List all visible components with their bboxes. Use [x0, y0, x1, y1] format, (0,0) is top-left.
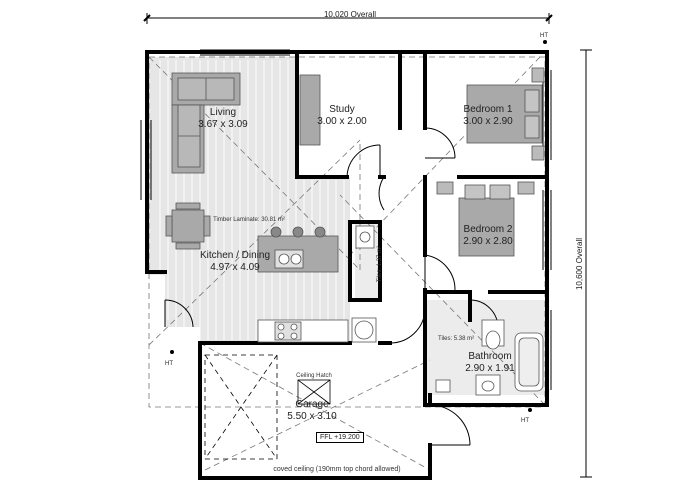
- ht-label-left: HT: [165, 361, 173, 367]
- room-living: Living 3.67 x 3.09: [193, 107, 253, 131]
- ht-label-bottom-right: HT: [521, 418, 529, 424]
- room-bedroom1: Bedroom 1 3.00 x 2.90: [456, 104, 520, 128]
- kitchen-island: [257, 226, 339, 273]
- room-bedroom2: Bedroom 2 2.90 x 2.80: [456, 224, 520, 248]
- room-bathroom-name: Bathroom: [468, 351, 512, 362]
- room-bedroom2-size: 2.90 x 2.80: [463, 236, 513, 247]
- bedroom2-bed: [436, 181, 535, 257]
- room-bedroom2-name: Bedroom 2: [463, 224, 513, 235]
- overall-width-dimension: [143, 13, 553, 24]
- dining-table: [165, 202, 211, 250]
- room-study-size: 3.00 x 2.00: [317, 116, 367, 127]
- ffl-badge: FFL +19.200: [316, 432, 364, 443]
- overall-width-label: 10,020 Overall: [323, 10, 377, 19]
- room-bathroom: Bathroom 2.90 x 1.91: [460, 351, 520, 375]
- room-bedroom1-name: Bedroom 1: [463, 104, 513, 115]
- room-bathroom-size: 2.90 x 1.91: [465, 363, 515, 374]
- overall-height-label: 10,600 Overall: [575, 237, 584, 291]
- room-garage: Garage 5.50 x 3.10: [282, 399, 342, 423]
- garage-hatch: [204, 354, 331, 460]
- room-garage-name: Garage: [295, 399, 329, 410]
- note-tiles-hall: Tiles: 1.37 m²: [377, 245, 383, 283]
- ht-label-top-right: HT: [540, 33, 548, 39]
- room-study: Study 3.00 x 2.00: [312, 104, 372, 128]
- room-kitchen-size: 4.97 x 4.09: [210, 262, 260, 273]
- overall-height-dimension: [580, 49, 592, 478]
- room-bedroom1-size: 3.00 x 2.90: [463, 116, 513, 127]
- note-coved-ceiling: coved ceiling (190mm top chord allowed): [273, 466, 401, 473]
- room-garage-size: 5.50 x 3.10: [287, 411, 337, 422]
- laundry: [355, 225, 375, 249]
- room-kitchen-name: Kitchen / Dining: [199, 250, 271, 261]
- study-desk: [299, 74, 321, 146]
- windows: [140, 49, 552, 390]
- bathroom-fixtures: [435, 319, 544, 396]
- sofa: [171, 72, 241, 174]
- walls: [145, 50, 549, 480]
- room-kitchen: Kitchen / Dining 4.97 x 4.09: [195, 250, 275, 274]
- note-tiles-bath: Tiles: 5.38 m²: [438, 336, 475, 342]
- note-timber-laminate: Timber Laminate: 30.81 m²: [213, 217, 285, 223]
- room-study-name: Study: [329, 104, 355, 115]
- note-ceiling-hatch: Ceiling Hatch: [296, 373, 332, 379]
- room-living-name: Living: [209, 107, 237, 118]
- room-living-size: 3.67 x 3.09: [198, 119, 248, 130]
- kitchen-bench: [257, 317, 377, 343]
- bedroom1-bed: [466, 67, 545, 161]
- ht-markers: [170, 40, 547, 412]
